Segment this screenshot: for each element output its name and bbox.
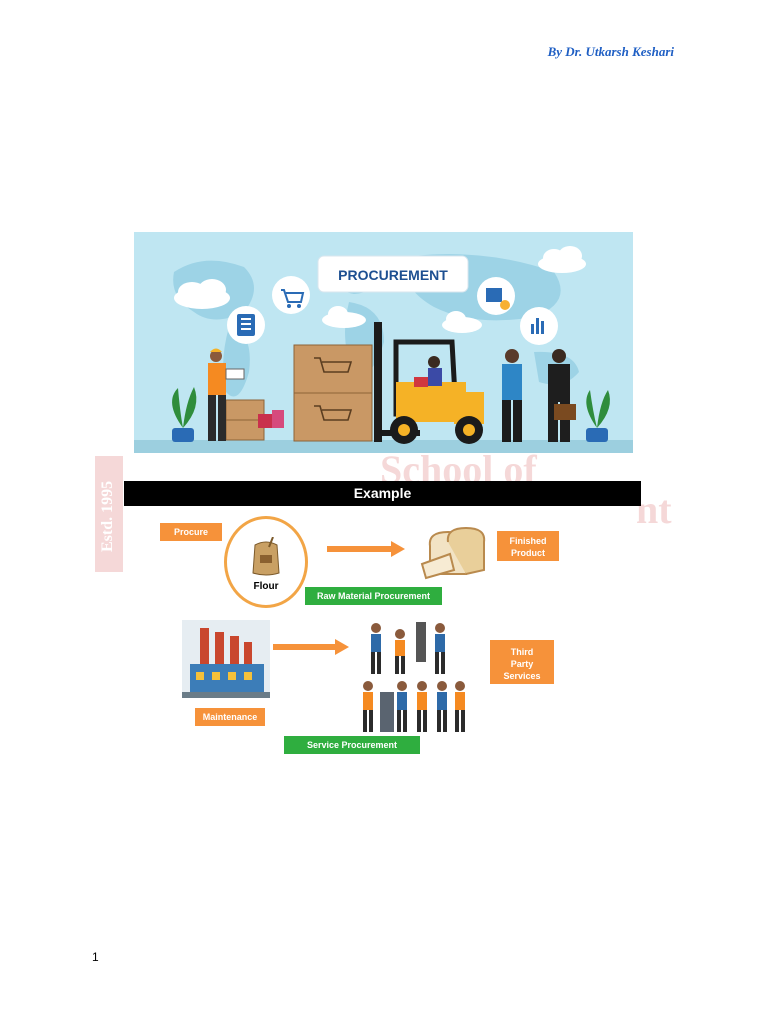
watermark-estd-text: Estd. 1995 xyxy=(99,480,116,552)
arrow-right-icon xyxy=(327,541,405,557)
maintenance-label: Maintenance xyxy=(195,708,265,726)
factory-icon xyxy=(182,620,270,698)
service-workers-illustration xyxy=(363,622,465,732)
arrow-right-icon-2 xyxy=(273,639,349,655)
procurement-hero-illustration: PROCUREMENT xyxy=(134,232,633,453)
raw-material-procurement-label: Raw Material Procurement xyxy=(305,587,442,605)
hero-title: PROCUREMENT xyxy=(338,267,448,283)
example-heading-bar: Example xyxy=(124,481,641,506)
finished-product-label: Finished Product xyxy=(497,531,559,561)
flour-label: Flour xyxy=(253,581,279,592)
third-party-line2: Party xyxy=(510,659,534,669)
author-credit: By Dr. Utkarsh Keshari xyxy=(547,44,674,59)
third-party-line1: Third xyxy=(510,647,534,657)
finished-product-line2: Product xyxy=(510,548,545,558)
third-party-services-label: Third Party Services xyxy=(490,640,554,684)
flour-bag-icon xyxy=(252,537,280,576)
procure-label: Procure xyxy=(160,523,222,541)
third-party-line3: Services xyxy=(503,671,541,681)
watermark-estd-badge: Estd. 1995 xyxy=(95,456,123,572)
page-number: 1 xyxy=(92,950,99,964)
bread-loaf-icon xyxy=(420,526,486,580)
service-procurement-label: Service Procurement xyxy=(284,736,420,754)
flour-circle: Flour xyxy=(224,516,308,608)
watermark-tail-text: nt xyxy=(636,487,672,532)
finished-product-line1: Finished xyxy=(509,536,547,546)
